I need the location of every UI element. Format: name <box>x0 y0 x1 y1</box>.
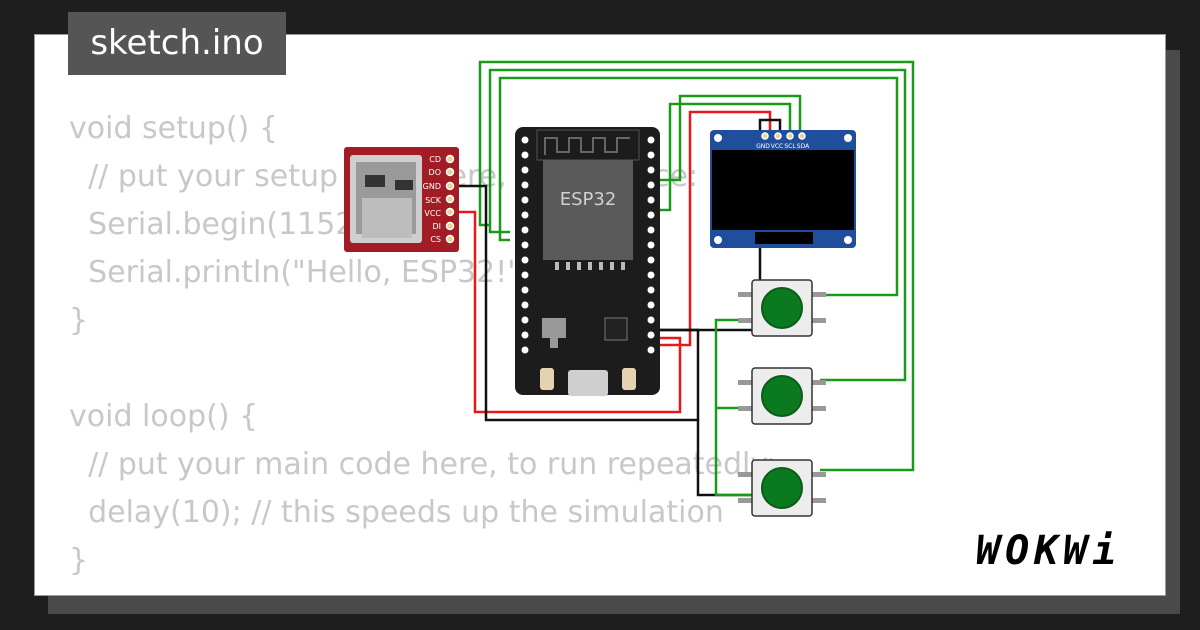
file-tab[interactable]: sketch.ino <box>68 12 286 75</box>
esp32-board[interactable]: ESP32 <box>515 127 660 396</box>
push-button[interactable] <box>738 459 826 517</box>
wokwi-logo: WOKWi <box>976 528 1122 574</box>
code-line: } <box>69 303 89 338</box>
code-line: void loop() { <box>69 399 259 434</box>
oled-pin-label: GND <box>756 143 770 150</box>
esp32-chip-label: ESP32 <box>560 189 617 210</box>
oled-pin-label: SCL <box>784 143 796 150</box>
oled-pin-label: VCC <box>771 143 783 150</box>
oled-display[interactable]: GND VCC SCL SDA <box>710 130 856 248</box>
oled-pin-label: SDA <box>797 143 810 150</box>
code-line: void setup() { <box>69 111 278 146</box>
green-wires <box>478 60 915 472</box>
sd-pin-label: CD <box>429 155 441 164</box>
push-button[interactable] <box>738 279 826 337</box>
push-button[interactable] <box>738 367 826 425</box>
code-line: delay(10); // this speeds up the simulat… <box>69 495 724 530</box>
sd-card-module[interactable]: CD DO GND SCK VCC DI CS <box>344 147 459 252</box>
sd-pin-label: SCK <box>425 196 442 205</box>
red-wires <box>455 110 772 414</box>
sd-pin-label: CS <box>430 235 441 244</box>
sd-pin-label: VCC <box>424 209 441 218</box>
sd-pin-label: GND <box>423 182 441 191</box>
code-line: Serial.println("Hello, ESP32!"); <box>69 255 543 290</box>
code-line: } <box>69 543 89 578</box>
code-line: // put your main code here, to run repea… <box>69 447 777 482</box>
sd-pin-label: DO <box>429 168 441 177</box>
sd-pin-label: DI <box>432 222 441 231</box>
